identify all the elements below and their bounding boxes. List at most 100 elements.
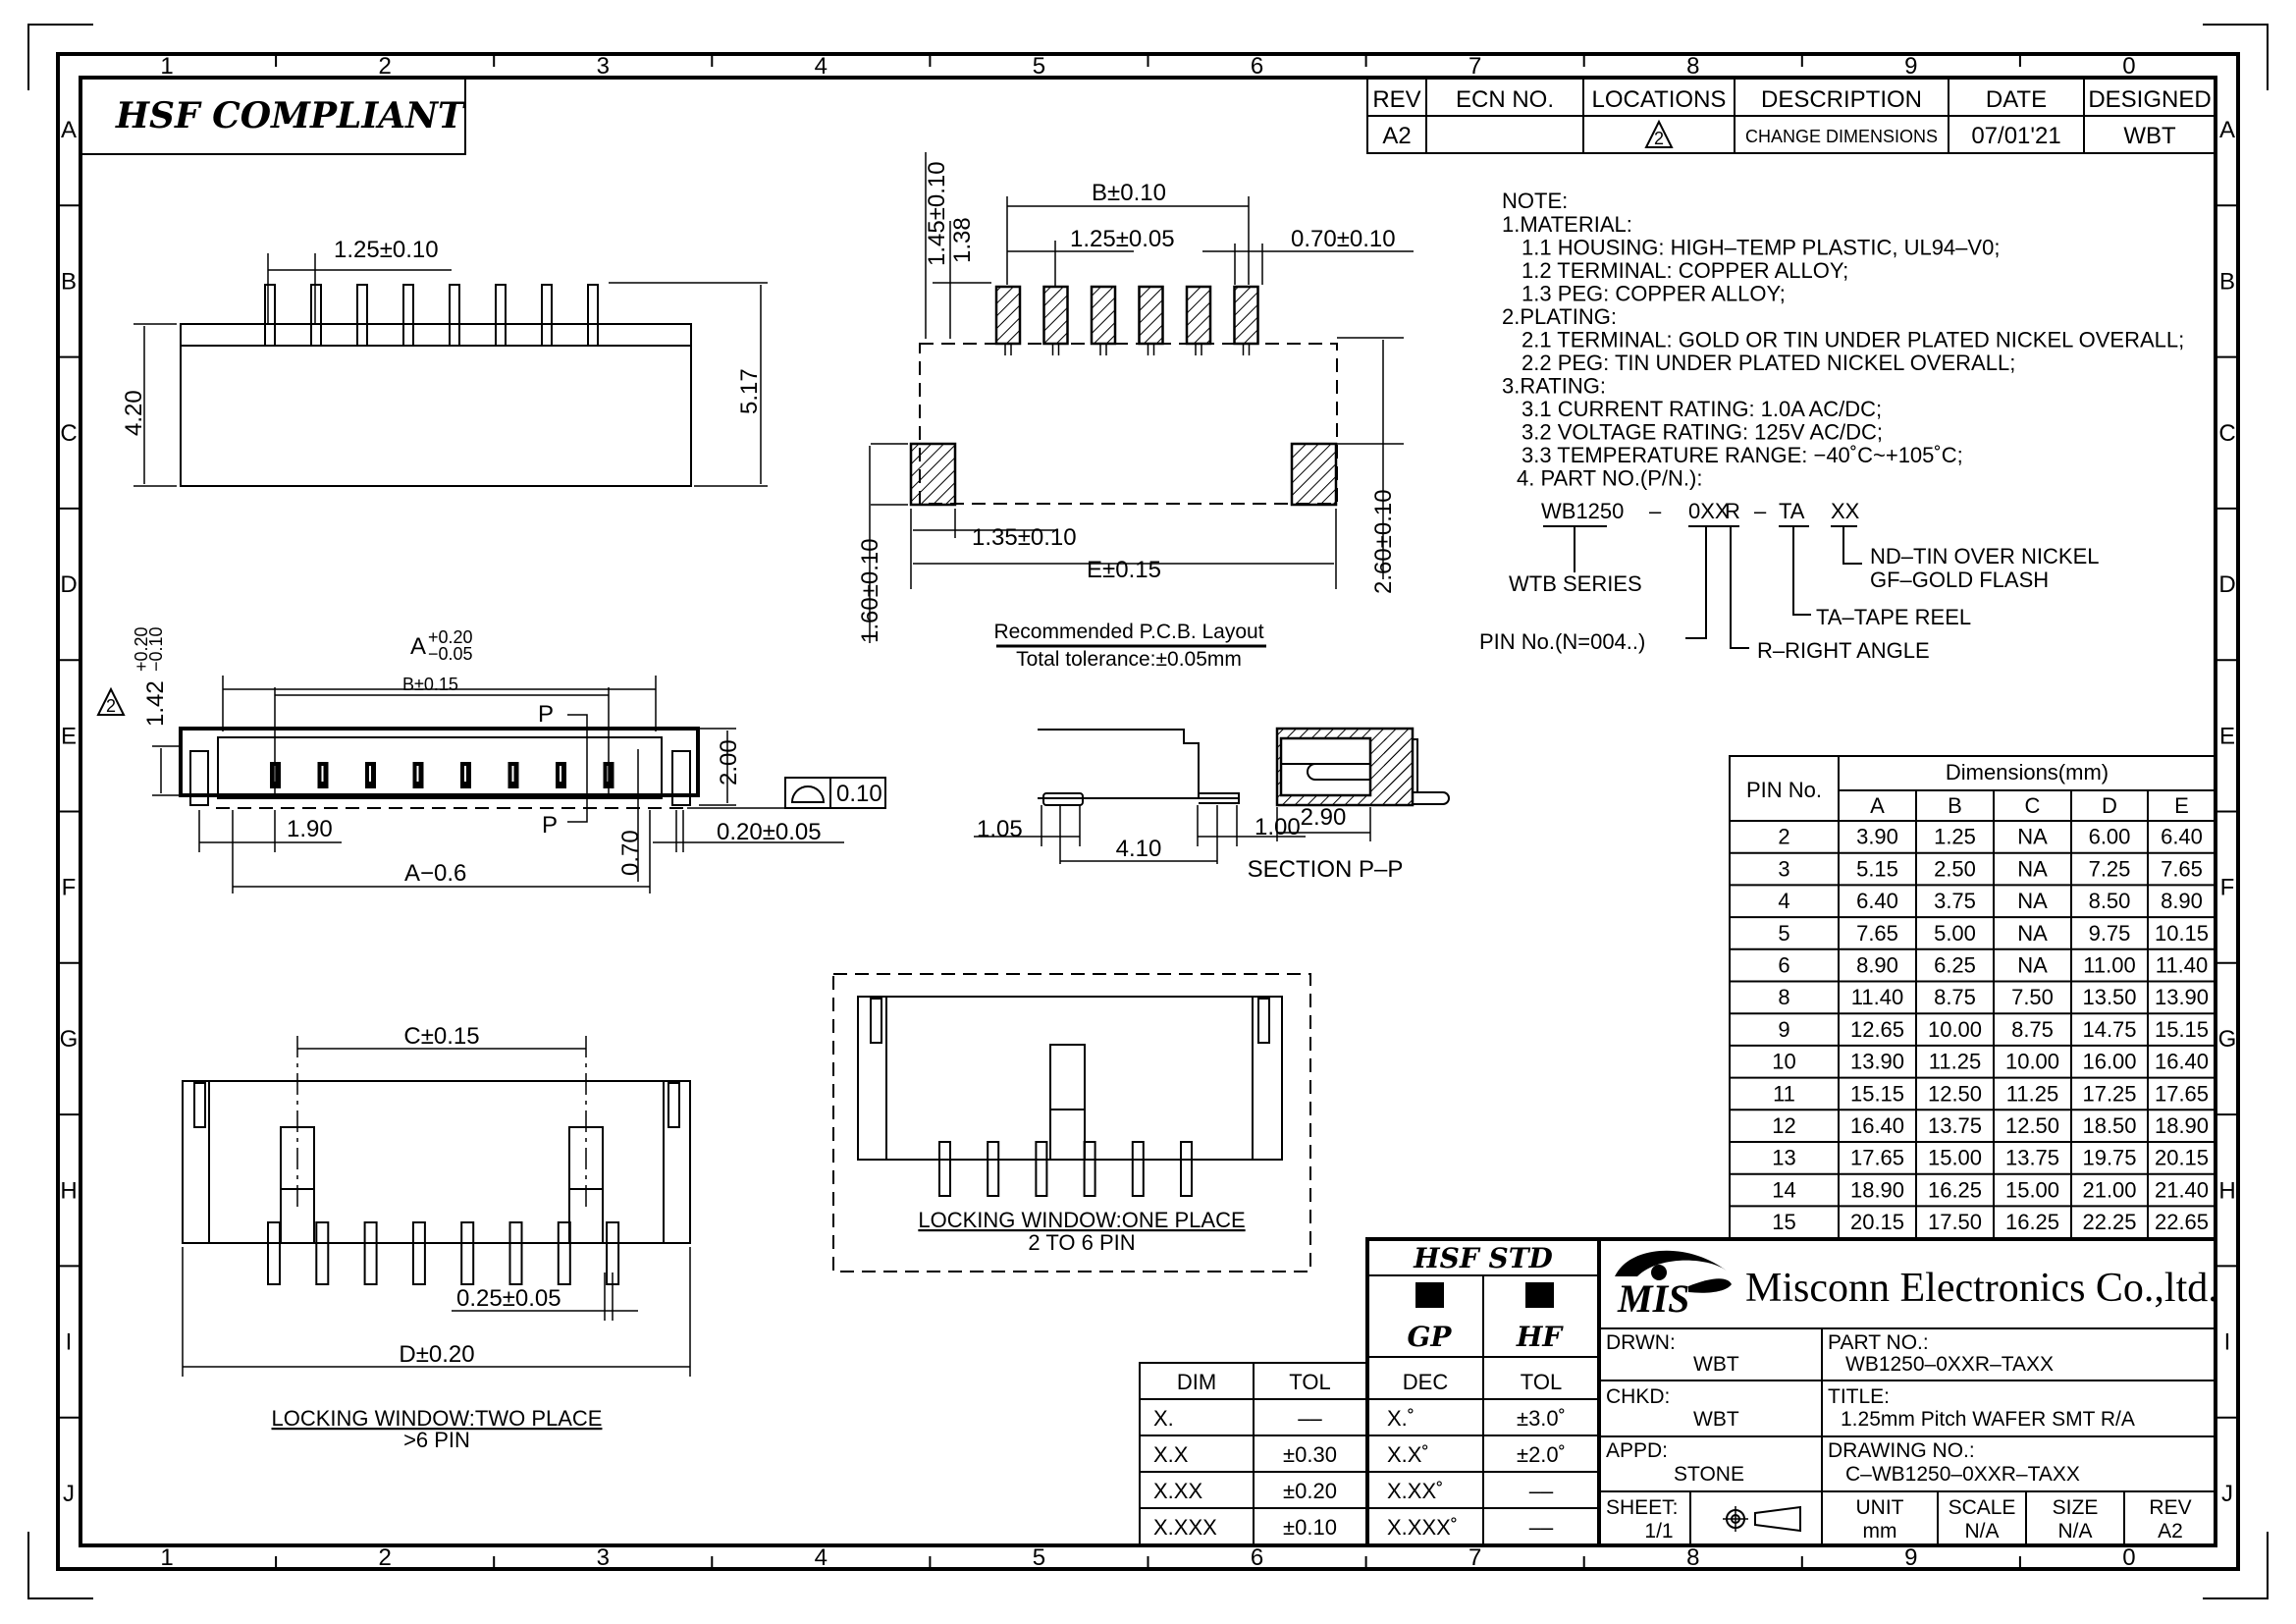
dec-cell: X.XXX˚ bbox=[1387, 1515, 1458, 1540]
grid-col-label: 5 bbox=[1033, 53, 1045, 80]
pn-pin-label: PIN No.(N=004..) bbox=[1479, 629, 1645, 654]
dim-value-cell: 13.90 bbox=[2155, 985, 2209, 1009]
flatness-icon bbox=[790, 785, 826, 803]
pin-count-cell: 4 bbox=[1778, 889, 1789, 913]
signal-pad bbox=[994, 285, 1022, 346]
description-header: DESCRIPTION bbox=[1761, 86, 1922, 113]
signal-pad bbox=[1090, 285, 1117, 346]
grid-col-label: 5 bbox=[1033, 1544, 1045, 1571]
dim-value-cell: 15.00 bbox=[2005, 1177, 2059, 1202]
grid-col-label: 6 bbox=[1251, 53, 1263, 80]
grid-row-label: C bbox=[60, 420, 77, 447]
dim-value-cell: 10.15 bbox=[2155, 921, 2209, 946]
pn-packing-label: TA–TAPE REEL bbox=[1816, 605, 1971, 629]
flatness-value: 0.10 bbox=[836, 781, 882, 807]
dim-value-cell: 6.40 bbox=[1856, 889, 1898, 913]
dim-value-cell: 8.75 bbox=[2011, 1017, 2054, 1042]
title-value: 1.25mm Pitch WAFER SMT R/A bbox=[1841, 1408, 2135, 1431]
front-height-minus: −0.10 bbox=[146, 626, 166, 672]
bottom-pin-width-dim: 0.25±0.05 bbox=[456, 1285, 561, 1312]
terminal-pin bbox=[495, 284, 507, 347]
locking-window-two-subcaption: >6 PIN bbox=[403, 1428, 470, 1452]
tol-header: TOL bbox=[1521, 1370, 1562, 1394]
pn-plating-label-2: GF–GOLD FLASH bbox=[1870, 568, 2049, 592]
pcb-layout-view: B±0.10 1.25±0.05 0.70±0.10 1.45±0.10 1.3… bbox=[857, 152, 1414, 671]
tol-cell: –– bbox=[1529, 1515, 1554, 1540]
grid-row-label: H bbox=[2218, 1177, 2235, 1204]
grid-row-label: E bbox=[61, 723, 77, 749]
company-name: Misconn Electronics Co.,ltd. bbox=[1745, 1266, 2218, 1311]
terminal-pin bbox=[356, 284, 368, 347]
gp-label: GP bbox=[1408, 1321, 1453, 1353]
pin-count-cell: 15 bbox=[1772, 1210, 1795, 1234]
dim-value-cell: 20.15 bbox=[1850, 1210, 1904, 1234]
terminal-pin bbox=[1131, 1141, 1145, 1197]
dim-value-cell: 8.90 bbox=[1856, 953, 1898, 978]
terminal-pin bbox=[363, 1221, 378, 1285]
section-dim-290: 2.90 bbox=[1301, 804, 1347, 831]
dim-cell: X.XX bbox=[1153, 1479, 1202, 1503]
grid-row-label: G bbox=[60, 1026, 79, 1053]
grid-col-label: 1 bbox=[160, 1544, 173, 1571]
title-block: MIS Misconn Electronics Co.,ltd. DRWN: W… bbox=[1597, 1237, 2218, 1547]
front-dim-a-minus: −0.05 bbox=[428, 644, 473, 664]
pin-count-cell: 12 bbox=[1772, 1113, 1795, 1138]
svg-text:2: 2 bbox=[1654, 129, 1664, 148]
grid-col-label: 0 bbox=[2122, 53, 2135, 80]
dim-value-cell: 11.40 bbox=[1851, 985, 1903, 1009]
grid-row-label: C bbox=[2218, 420, 2235, 447]
terminal-pin bbox=[402, 284, 414, 347]
terminal-pin bbox=[587, 284, 599, 347]
grid-col-label: 1 bbox=[160, 53, 173, 80]
top-view: 1.25±0.10 4.20 5.17 bbox=[121, 237, 768, 487]
note-line: 1.1 HOUSING: HIGH–TEMP PLASTIC, UL94–V0; bbox=[1522, 236, 2000, 260]
dim-value-cell: 6.25 bbox=[1934, 953, 1976, 978]
grid-col-label: 4 bbox=[815, 1544, 828, 1571]
note-line: 2.2 PEG: TIN UNDER PLATED NICKEL OVERALL… bbox=[1522, 351, 2015, 375]
pin-count-cell: 13 bbox=[1772, 1146, 1795, 1170]
grid-col-label: 9 bbox=[1904, 1544, 1917, 1571]
pcb-dim-e: E±0.15 bbox=[1087, 557, 1161, 583]
dim-value-cell: 19.75 bbox=[2082, 1146, 2136, 1170]
svg-text:2: 2 bbox=[106, 696, 116, 716]
svg-text:MIS: MIS bbox=[1617, 1276, 1689, 1321]
rev-label: REV bbox=[2149, 1496, 2191, 1519]
terminal-pin bbox=[938, 1141, 951, 1197]
pin-no-header: PIN No. bbox=[1746, 778, 1822, 802]
grid-col-label: 2 bbox=[378, 53, 391, 80]
sheet-label: SHEET: bbox=[1606, 1496, 1679, 1519]
tol-cell: –– bbox=[1529, 1479, 1554, 1503]
front-dim-070: 0.70 bbox=[617, 830, 644, 876]
checked-label: CHKD: bbox=[1606, 1385, 1670, 1408]
front-dim-a-minus-06: A−0.6 bbox=[404, 860, 466, 887]
grid-col-label: 3 bbox=[597, 1544, 610, 1571]
hsf-compliant-banner: HSF COMPLIANT bbox=[80, 78, 466, 155]
grid-col-label: 2 bbox=[378, 1544, 391, 1571]
pin-count-cell: 2 bbox=[1778, 825, 1789, 849]
grid-col-label: 8 bbox=[1686, 53, 1699, 80]
terminal-pin bbox=[449, 284, 460, 347]
checked-value: WBT bbox=[1693, 1408, 1739, 1431]
dim-value-cell: 13.75 bbox=[1928, 1113, 1982, 1138]
notes-block: NOTE: 1.MATERIAL:1.1 HOUSING: HIGH–TEMP … bbox=[1479, 189, 2184, 663]
pin-count-cell: 10 bbox=[1772, 1050, 1795, 1074]
pin-count-cell: 3 bbox=[1778, 856, 1789, 881]
section-mark-bottom: P bbox=[542, 812, 558, 839]
section-mark-top: P bbox=[538, 701, 554, 728]
locking-window-one-caption: LOCKING WINDOW:ONE PLACE bbox=[918, 1208, 1245, 1232]
bottom-view-large: C±0.15 0.25±0.05 D±0.20 LOCKING WINDOW:T… bbox=[182, 1023, 691, 1452]
side-dim-410: 4.10 bbox=[1116, 836, 1162, 862]
grid-row-label: I bbox=[66, 1329, 73, 1356]
pcb-layout-title: Recommended P.C.B. Layout bbox=[993, 621, 1263, 643]
gp-marker bbox=[1415, 1282, 1444, 1308]
revision-triangle-icon: 2 bbox=[1644, 119, 1674, 148]
part-no-label: PART NO.: bbox=[1828, 1331, 1929, 1354]
dim-column-header: A bbox=[1870, 793, 1885, 818]
terminal-pin bbox=[557, 1221, 571, 1285]
drawing-no-value: C–WB1250–0XXR–TAXX bbox=[1845, 1463, 2080, 1486]
pn-packing-code: TA bbox=[1779, 499, 1805, 523]
dim-value-cell: NA bbox=[2017, 856, 2048, 881]
size-label: SIZE bbox=[2053, 1496, 2099, 1519]
pn-series-label: WTB SERIES bbox=[1509, 571, 1642, 596]
pn-plating-code: XX bbox=[1831, 499, 1860, 523]
